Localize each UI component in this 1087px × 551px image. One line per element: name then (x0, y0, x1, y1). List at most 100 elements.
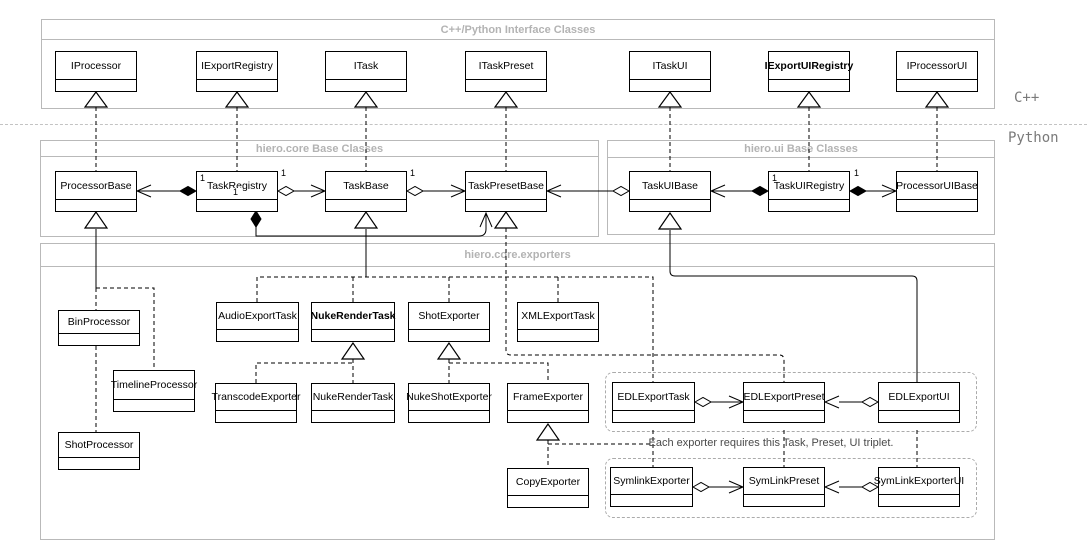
attributes-compartment (312, 410, 394, 422)
class-name: IExportRegistry (201, 59, 273, 72)
attributes-compartment (508, 495, 588, 507)
frame-hiero-core-base: hiero.core Base Classes (40, 140, 599, 237)
attributes-compartment (466, 199, 546, 211)
class-name: TimelineProcessor (110, 379, 198, 391)
class-name: ShotProcessor (64, 439, 134, 451)
attributes-compartment (897, 199, 977, 211)
class-name: SymlinkExporter (613, 475, 690, 487)
attributes-compartment (114, 399, 194, 411)
class-box-itask: ITask (325, 51, 407, 92)
attributes-compartment (409, 329, 489, 341)
class-name: ShotExporter (418, 310, 480, 322)
frame-title-hiero-core-base: hiero.core Base Classes (41, 141, 598, 157)
symlink-triplet-container (605, 458, 977, 518)
class-box-audioexporttask: AudioExportTask (216, 302, 299, 342)
class-box-edlexportpreset: EDLExportPreset (743, 382, 825, 423)
class-name: TaskPresetBase (468, 179, 544, 192)
class-box-symlinkexporter: SymlinkExporter (610, 467, 693, 507)
attributes-compartment (197, 199, 277, 211)
attributes-compartment (56, 79, 136, 91)
class-box-shotprocessor: ShotProcessor (58, 432, 140, 470)
triplet-note: Each exporter requires this Task, Preset… (648, 437, 894, 449)
class-box-nukeshotexporter: NukeShotExporter (406, 383, 492, 423)
frame-interface-classes: C++/Python Interface Classes (41, 19, 995, 109)
attributes-compartment (312, 329, 394, 341)
class-box-taskpresetbase: TaskPresetBase (465, 171, 547, 212)
class-name: IExportUIRegistry (764, 59, 854, 72)
class-name: FrameExporter (512, 391, 584, 403)
class-name: SymLinkPreset (748, 475, 820, 487)
attributes-compartment (769, 79, 849, 91)
class-box-processorbase: ProcessorBase (55, 171, 137, 212)
class-box-symlinkpreset: SymLinkPreset (743, 467, 825, 507)
class-name: SymLinkExporterUI (873, 475, 965, 487)
class-box-nukerendertask: NukeRenderTask (311, 383, 395, 423)
attributes-compartment (630, 79, 710, 91)
attributes-compartment (613, 410, 694, 422)
attributes-compartment (197, 79, 277, 91)
attributes-compartment (518, 329, 598, 341)
class-box-taskuiregistry: TaskUIRegistry (768, 171, 850, 212)
attributes-compartment (326, 199, 406, 211)
attributes-compartment (217, 329, 298, 341)
class-box-frameexporter: FrameExporter (507, 383, 589, 423)
cpp-side-label: C++ (1014, 90, 1040, 106)
python-side-label: Python (1008, 130, 1059, 146)
class-name: TaskUIBase (641, 179, 699, 192)
class-box-taskuibase: TaskUIBase (629, 171, 711, 212)
class-name: ProcessorBase (60, 179, 132, 192)
class-name: ITaskPreset (478, 59, 534, 72)
class-box-shotexporter: ShotExporter (408, 302, 490, 342)
class-box-iprocessorui: IProcessorUI (896, 51, 978, 92)
attributes-compartment (611, 494, 692, 506)
class-box-edlexporttask: EDLExportTask (612, 382, 695, 423)
multiplicity-taskuiregistry-left: 1 (772, 173, 778, 183)
attributes-compartment (879, 494, 959, 506)
class-box-edlexportui: EDLExportUI (878, 382, 960, 423)
class-box-transcodeexporter: TranscodeExporter (212, 383, 300, 423)
class-name: CopyExporter (515, 476, 581, 488)
attributes-compartment (409, 410, 489, 422)
class-name: IProcessorUI (906, 59, 968, 72)
class-name: EDLExportTask (617, 390, 690, 403)
class-box-iexportuiregistry: IExportUIRegistry (764, 51, 854, 92)
class-box-taskregistry: TaskRegistry (196, 171, 278, 212)
multiplicity-taskregistry-left: 1 (200, 173, 206, 183)
class-box-symlinkexporterui: SymLinkExporterUI (873, 467, 965, 507)
class-name: NukeShotExporter (406, 391, 492, 403)
class-box-taskbase: TaskBase (325, 171, 407, 212)
cpp-python-divider (0, 124, 1087, 125)
class-name: IProcessor (70, 59, 122, 72)
class-name: BinProcessor (67, 316, 131, 328)
class-name: XMLExportTask (521, 310, 595, 322)
class-box-xmlexporttask: XMLExportTask (517, 302, 599, 342)
class-name: ITaskUI (652, 59, 688, 72)
class-name: EDLExportPreset (743, 390, 825, 403)
multiplicity-taskregistry-bottom: 1 (230, 188, 242, 197)
frame-title-interface: C++/Python Interface Classes (42, 20, 994, 40)
multiplicity-taskbase-right: 1 (410, 168, 416, 178)
class-box-iprocessor: IProcessor (55, 51, 137, 92)
attributes-compartment (326, 79, 406, 91)
class-box-itaskpreset: ITaskPreset (465, 51, 547, 92)
attributes-compartment (508, 410, 588, 422)
class-box-copyexporter: CopyExporter (507, 468, 589, 508)
multiplicity-taskregistry-right: 1 (281, 168, 287, 178)
class-box-itaskui: ITaskUI (629, 51, 711, 92)
class-name: TaskRegistry (206, 179, 268, 192)
attributes-compartment (744, 410, 824, 422)
class-name: AudioExportTask (218, 310, 297, 322)
class-box-nukerendertask-base: NukeRenderTask (311, 302, 396, 342)
class-name: ITask (353, 59, 379, 72)
attributes-compartment (769, 199, 849, 211)
attributes-compartment (216, 410, 296, 422)
multiplicity-taskuiregistry-right: 1 (854, 168, 860, 178)
class-box-timelineprocessor: TimelineProcessor (110, 370, 198, 412)
class-box-iexportregistry: IExportRegistry (196, 51, 278, 92)
attributes-compartment (59, 333, 139, 345)
attributes-compartment (59, 457, 139, 469)
class-name: NukeRenderTask (312, 391, 394, 403)
class-name: EDLExportUI (888, 390, 950, 403)
class-name: TaskUIRegistry (773, 179, 845, 192)
class-name: TaskBase (343, 179, 389, 192)
